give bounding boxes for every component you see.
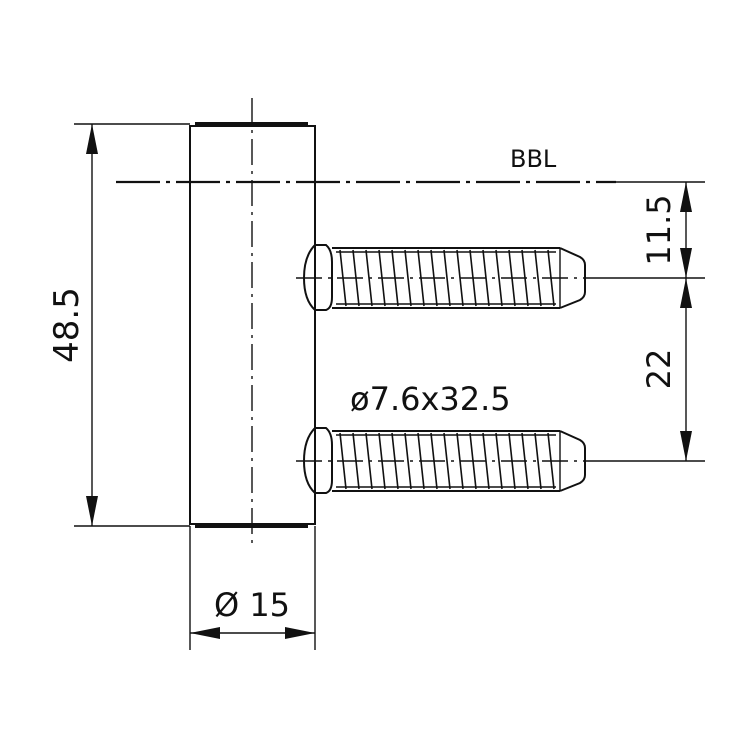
thread-line: [495, 249, 503, 307]
height-arrow-top: [86, 124, 98, 154]
spacing-arrow-bottom: [680, 431, 692, 461]
bbl-label: BBL: [510, 145, 557, 173]
thread-line: [443, 432, 451, 490]
thread-line: [495, 432, 503, 490]
spacing-dimension-label: 22: [640, 349, 678, 390]
pin-spec-label: ø7.6x32.5: [350, 380, 511, 418]
offset-arrow-top: [680, 182, 692, 212]
offset-arrow-bottom: [680, 248, 692, 278]
upper-pin-head: [302, 244, 333, 311]
offset-dimension-label: 11.5: [640, 194, 678, 265]
thread-line: [534, 249, 542, 307]
thread-line: [534, 432, 542, 490]
thread-line: [404, 432, 412, 490]
lower-pin-head: [302, 427, 333, 494]
diameter-dimension: Ø 15: [189, 526, 316, 650]
spacing-arrow-top: [680, 278, 692, 308]
height-dimension-label: 48.5: [47, 287, 87, 363]
diameter-dimension-label: Ø 15: [214, 586, 290, 624]
thread-line: [443, 249, 451, 307]
diameter-arrow-left: [190, 627, 220, 639]
right-dimensions: 11.5 22: [600, 181, 705, 462]
thread-line: [404, 249, 412, 307]
diameter-arrow-right: [285, 627, 315, 639]
height-dimension: 48.5: [47, 123, 190, 527]
height-arrow-bottom: [86, 496, 98, 526]
